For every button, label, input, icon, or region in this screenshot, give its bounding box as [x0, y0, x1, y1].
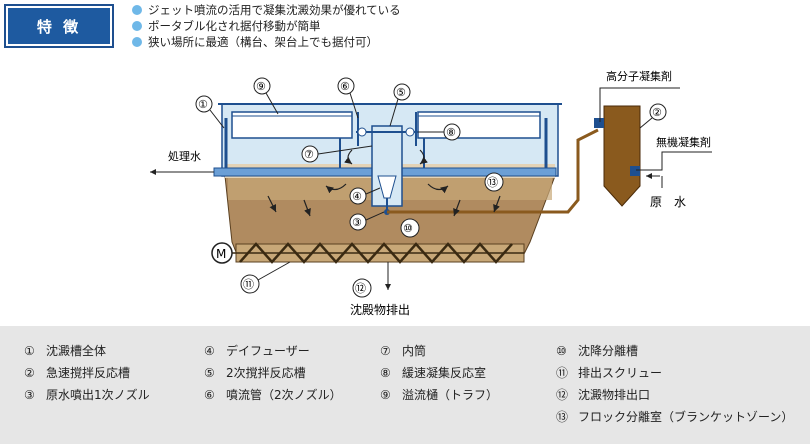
marker-2: ②	[639, 103, 667, 129]
marker-3: ③	[349, 211, 385, 231]
marker-9: ⑨	[253, 77, 279, 115]
marker-11: ⑪	[240, 261, 291, 294]
svg-text:⑤: ⑤	[396, 86, 406, 99]
marker-1: ①	[195, 95, 225, 129]
svg-text:③: ③	[352, 216, 362, 229]
marker-6: ⑥	[337, 77, 359, 119]
sludge-out-label: 沈殿物排出	[350, 302, 410, 317]
inorganic-label: 無機凝集剤	[656, 135, 711, 149]
motor-icon	[211, 242, 233, 264]
bullet-dot-icon	[132, 21, 142, 31]
inorganic-feed-line	[636, 151, 712, 171]
motor-label: M	[216, 247, 226, 261]
svg-text:⑧: ⑧	[446, 126, 456, 139]
marker-13: ⑬	[484, 172, 504, 192]
feature-item: ポータブル化され据付移動が簡単	[132, 18, 401, 34]
raw-water-label: 原 水	[650, 195, 686, 209]
raw-water-pipe	[387, 128, 599, 214]
marker-12: ⑫	[352, 278, 372, 298]
feature-text: 狭い場所に最適（構台、架台上でも据付可）	[148, 35, 378, 49]
feature-item: 狭い場所に最適（構台、架台上でも据付可）	[132, 34, 401, 50]
svg-text:⑩: ⑩	[403, 222, 413, 235]
feature-text: ジェット噴流の活用で凝集沈澱効果が優れている	[148, 3, 401, 17]
feature-badge: 特 徴	[4, 4, 114, 48]
feature-label: 特 徴	[8, 8, 110, 44]
feature-list: ジェット噴流の活用で凝集沈澱効果が優れている ポータブル化され据付移動が簡単 狭…	[132, 2, 401, 50]
marker-7: ⑦	[301, 145, 373, 163]
feature-text: ポータブル化され据付移動が簡単	[148, 19, 321, 33]
polymer-feed-line	[599, 87, 680, 122]
settling-tank-diagram: 処理水 M 沈殿物排出 高分子凝集剤 無機凝集剤 原 水 ① ⑨ ⑥ ⑤ ⑧ ⑦…	[150, 69, 712, 317]
diffuser	[377, 175, 397, 199]
svg-text:④: ④	[352, 190, 362, 203]
bullet-dot-icon	[132, 5, 142, 15]
bullet-dot-icon	[132, 37, 142, 47]
marker-10: ⑩	[400, 218, 420, 238]
svg-text:②: ②	[652, 106, 662, 119]
marker-5: ⑤	[389, 83, 411, 127]
svg-text:⑫: ⑫	[355, 282, 366, 295]
svg-text:⑥: ⑥	[340, 80, 350, 93]
svg-text:⑨: ⑨	[256, 80, 266, 93]
svg-text:⑦: ⑦	[304, 148, 314, 161]
svg-text:⑬: ⑬	[487, 176, 498, 189]
rapid-mix-reactor	[603, 105, 641, 207]
treated-water-label: 処理水	[168, 150, 201, 163]
svg-text:⑪: ⑪	[243, 278, 254, 291]
marker-4: ④	[349, 187, 381, 205]
marker-8: ⑧	[418, 123, 461, 141]
polymer-label: 高分子凝集剤	[606, 69, 672, 83]
feature-item: ジェット噴流の活用で凝集沈澱効果が優れている	[132, 2, 401, 18]
svg-text:①: ①	[198, 98, 208, 111]
